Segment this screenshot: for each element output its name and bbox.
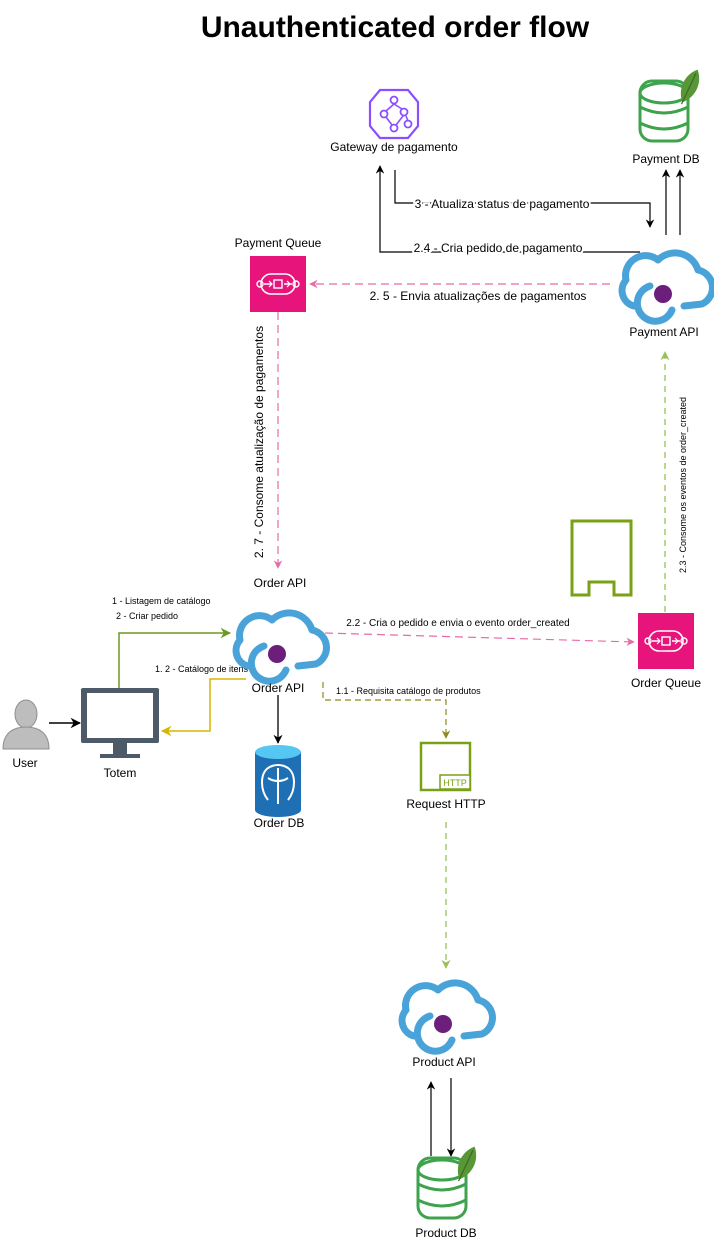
order-api-node: Order API [236,613,326,695]
edge-label-create-order-event: 2.2 - Cria o pedido e envia o evento ord… [346,618,569,629]
monitor-icon [81,688,159,758]
request-http-label: Request HTTP [406,797,485,811]
http-badge-text: HTTP [443,778,467,788]
payment-api-node: Payment API [622,253,712,339]
payment-db-node: Payment DB [632,65,706,166]
edge-label-request-catalog: 1.1 - Requisita catálogo de produtos [336,686,481,696]
order-db-node: Order DB [254,745,305,830]
payment-queue-node: Payment Queue [235,236,322,313]
database-icon [638,79,690,143]
edge-request-catalog [322,682,451,739]
request-http-node: HTTP Request HTTP [406,741,486,811]
product-api-node: Product API [402,983,492,1069]
edge-label-send-payment-updates: 2. 5 - Envia atualizações de pagamentos [370,289,587,303]
product-db-node: Product DB [415,1142,483,1240]
edge-label-catalog-items: 1. 2 - Catálogo de itens [155,664,249,674]
container-outline-icon [570,519,633,597]
queue-icon [249,255,307,313]
edge-totem-to-order-api [118,627,232,688]
user-icon [2,699,50,750]
edge-label-list-catalog: 1 - Listagem de catálogo [112,596,211,606]
edge-order-api-to-totem [160,678,246,737]
order-queue-label: Order Queue [631,676,701,690]
http-icon: HTTP [419,741,472,792]
edge-label-create-order: 2 - Criar pedido [116,611,178,621]
cloud-api-icon [402,983,492,1051]
edge-update-payment-status [394,170,655,228]
edge-label-consume-order-created: 2.3 - Consome os eventos de order_create… [678,397,688,573]
payment-db-label: Payment DB [632,152,699,166]
edge-create-order-event [324,632,635,646]
payment-api-label: Payment API [629,325,698,339]
user-node: User [2,699,50,770]
edge-create-payment-order [375,165,640,253]
order-db-label: Order DB [254,816,305,830]
payment-queue-label: Payment Queue [235,236,322,250]
order-queue-node: Order Queue [631,612,701,690]
gateway-label: Gateway de pagamento [330,140,458,154]
product-api-label: Product API [412,1055,475,1069]
order-api-label: Order API [252,681,305,695]
diagram-title: Unauthenticated order flow [201,11,590,44]
queue-icon [637,612,695,670]
step-functions-icon [368,88,420,140]
cloud-api-icon [236,613,326,681]
edge-label-consume-payment-updates: 2. 7 - Consome atualização de pagamentos [252,326,266,558]
totem-label: Totem [104,766,137,780]
edge-label-update-payment-status: 3 - Atualiza status de pagamento [415,197,590,211]
order-api-top-label: Order API [254,576,307,590]
gateway-node: Gateway de pagamento [330,88,458,154]
cloud-api-icon [622,253,712,321]
totem-node: Totem [81,688,159,780]
product-db-label: Product DB [415,1226,476,1240]
postgres-icon [255,745,301,817]
edge-label-create-payment-order: 2.4 - Cria pedido de pagamento [414,241,583,255]
user-label: User [12,756,37,770]
